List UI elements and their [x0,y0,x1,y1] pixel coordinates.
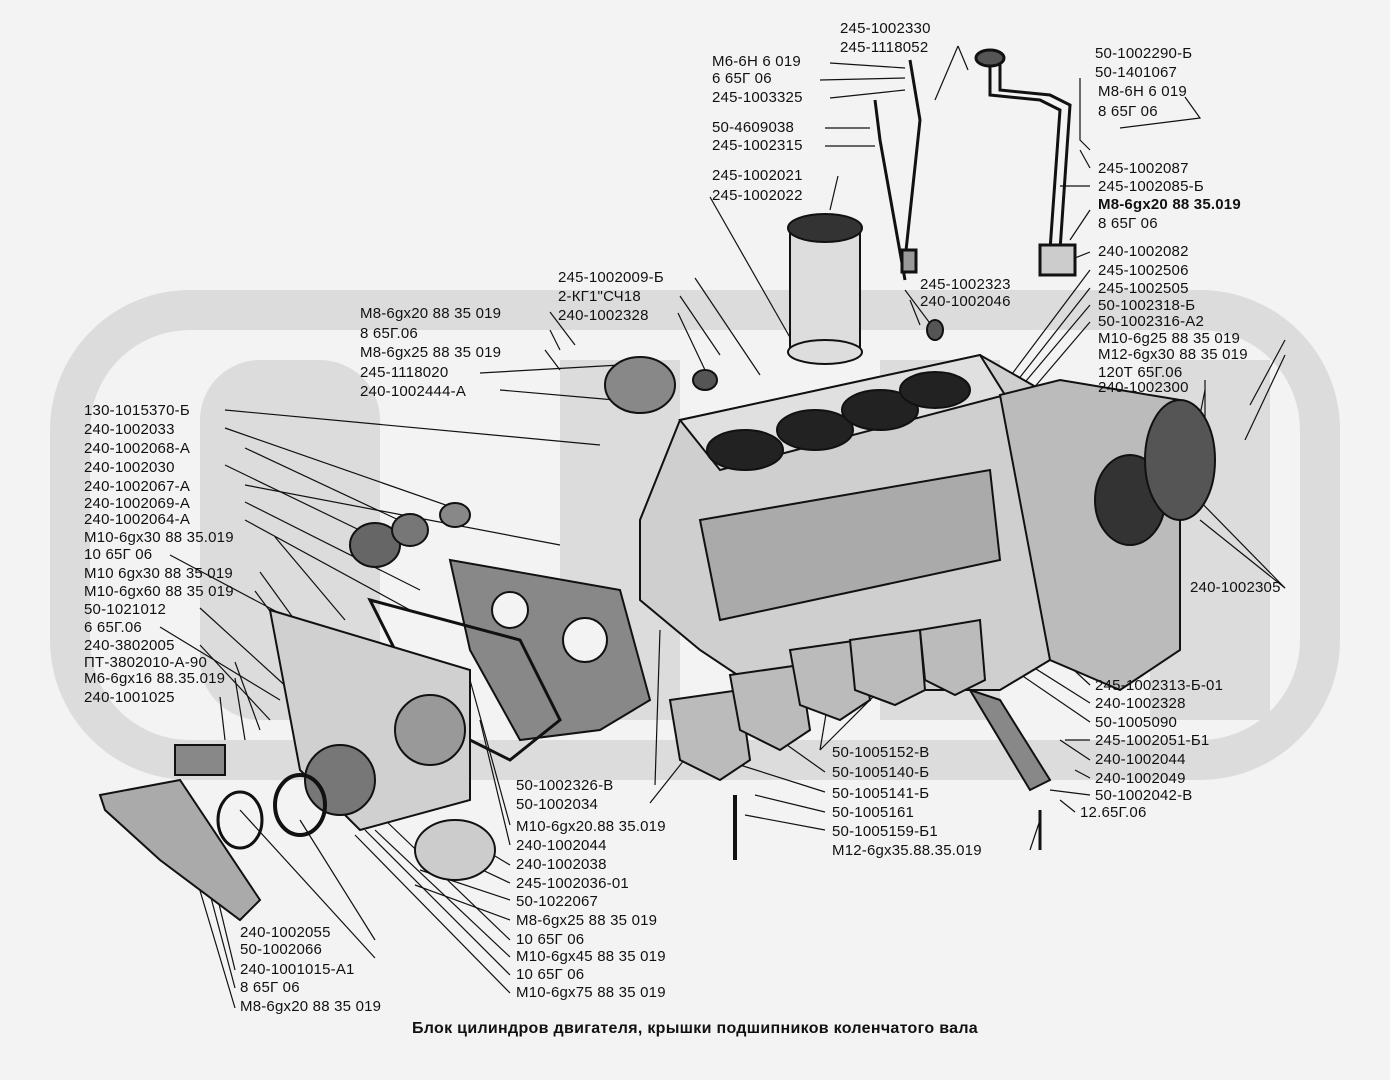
dipstick-and-oil-tube [873,48,1077,281]
part-number-label: M10-6gx20.88 35.019 [516,818,666,835]
part-number-label: 240-1002068-А [84,440,191,457]
part-number-label: 6 65Г.06 [84,619,142,636]
part-number-label: 245-1002036-01 [516,875,629,892]
main-bearing-caps [668,618,1052,860]
part-number-label: 240-1002444-А [360,383,467,400]
part-number-label: 240-1002305 [1190,579,1281,596]
cylinder-block [639,353,1216,692]
part-number-label: 120Т 65Г.06 [1098,364,1183,381]
part-number-label: 2-КГ1"СЧ18 [558,288,641,305]
part-number-label: 130-1015370-Б [84,402,190,419]
part-number-label: ПТ-3802010-А-90 [84,654,208,671]
part-number-label: 245-1002330 [840,20,931,37]
part-number-label: 50-1005141-Б [832,785,930,802]
part-number-label: 10 65Г 06 [516,931,585,948]
part-number-label: 245-1002506 [1098,262,1189,279]
part-number-label: M8-6H 6 019 [1098,83,1187,100]
part-number-label: 240-1002069-А [84,495,191,512]
part-number-label: 8 65Г.06 [360,325,418,342]
part-number-label: 245-1002087 [1098,160,1189,177]
part-number-label: 245-1118052 [840,39,929,56]
part-number-label: 50-1005161 [832,804,915,821]
part-number-label: 50-1005159-Б1 [832,823,938,840]
part-number-label: 245-1002021 [712,167,803,184]
part-number-label: M8-6gx20 88 35.019 [1098,196,1241,213]
part-number-label: 50-1021012 [84,601,167,618]
part-number-label: 240-1002038 [516,856,607,873]
gaskets-and-front-cover [216,319,944,881]
part-number-label: 50-1002326-В [516,777,614,794]
part-number-label: 245-1002313-Б-01 [1095,677,1224,694]
part-number-label: 50-1022067 [516,893,599,910]
part-number-label: 240-1002044 [1095,751,1186,768]
part-number-label: M10 6gx30 88 35 019 [84,565,233,582]
part-number-label: 240-1002033 [84,421,175,438]
part-number-label: 6 65Г 06 [712,70,772,87]
engine-mounting-bracket [98,744,262,922]
part-number-label: 240-1002044 [516,837,607,854]
part-number-label: 240-1002055 [240,924,331,941]
part-number-label: 240-1002300 [1098,379,1189,396]
part-number-label: M10-6gx30 88 35.019 [84,529,234,546]
part-number-label: M10-6g25 88 35 019 [1098,330,1241,347]
part-number-label: 50-4609038 [712,119,795,136]
part-number-label: M8-6gx25 88 35 019 [516,912,658,929]
part-number-label: 240-1002328 [558,307,649,324]
part-number-label: 240-1002082 [1098,243,1189,260]
part-number-label: M12-6gx30 88 35 019 [1098,346,1248,363]
part-number-label: 50-1002066 [240,941,323,958]
part-number-label: M8-6gx25 88 35 019 [360,344,502,361]
part-number-label: M12-6gx35.88.35.019 [832,842,982,859]
part-number-label: 50-1002034 [516,796,599,813]
part-number-label: 50-1401067 [1095,64,1178,81]
part-number-label: M10-6gx45 88 35 019 [516,948,666,965]
part-number-label: 240-1002049 [1095,770,1186,787]
part-number-label: 10 65Г 06 [84,546,153,563]
part-number-label: 12.65Г.06 [1080,804,1147,821]
part-number-label: 50-1002316-А2 [1098,313,1205,330]
part-number-label: 245-1003325 [712,89,803,106]
part-number-label: 50-1002042-В [1095,787,1193,804]
part-number-label: M10-6gx60 88 35 019 [84,583,234,600]
part-number-label: 240-1002328 [1095,695,1186,712]
part-number-label: 50-1002290-Б [1095,45,1193,62]
part-number-label: 245-1002085-Б [1098,178,1204,195]
part-number-label: 240-1001015-А1 [240,961,355,978]
part-number-label: 240-1001025 [84,689,175,706]
part-number-label: 245-1002051-Б1 [1095,732,1210,749]
part-number-label: 240-1002067-А [84,478,191,495]
part-number-label: 240-1002064-А [84,511,191,528]
part-number-label: 50-1002318-Б [1098,297,1196,314]
part-number-label: 240-1002030 [84,459,175,476]
part-number-label: M6-6gx16 88.35.019 [84,670,226,687]
part-number-label: 245-1118020 [360,364,449,381]
part-number-label: 50-1005140-Б [832,764,930,781]
part-number-label: 8 65Г 06 [1098,103,1158,120]
part-number-label: 240-3802005 [84,637,175,654]
part-number-label: M6-6H 6 019 [712,53,801,70]
part-number-label: 245-1002323 [920,276,1011,293]
part-number-label: M8-6gx20 88 35 019 [240,998,382,1015]
part-number-label: 245-1002022 [712,187,803,204]
part-number-label: 245-1002315 [712,137,803,154]
part-number-label: 245-1002505 [1098,280,1189,297]
part-number-label: 10 65Г 06 [516,966,585,983]
part-number-label: 50-1005152-В [832,744,930,761]
part-number-label: 50-1005090 [1095,714,1178,731]
part-number-label: 245-1002009-Б [558,269,664,286]
part-number-label: M8-6gx20 88 35 019 [360,305,502,322]
cylinder-liner [787,213,863,365]
part-number-label: 240-1002046 [920,293,1011,310]
diagram-caption: Блок цилиндров двигателя, крышки подшипн… [412,1020,978,1037]
part-number-label: 8 65Г 06 [240,979,300,996]
part-number-label: M10-6gx75 88 35 019 [516,984,666,1001]
part-number-label: 8 65Г 06 [1098,215,1158,232]
